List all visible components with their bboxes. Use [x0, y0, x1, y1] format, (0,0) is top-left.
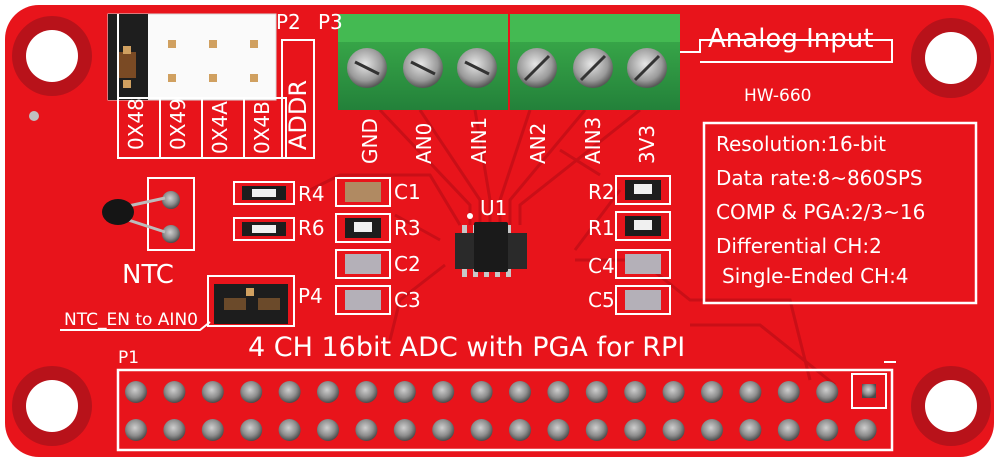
gpio-pad: [777, 381, 800, 403]
gpio-pad: [547, 419, 570, 441]
terminal-label-ain1: AIN1: [467, 116, 491, 164]
gpio-pad: [317, 419, 339, 441]
chip-label: U1: [480, 196, 508, 220]
left-caps: [335, 177, 391, 315]
gpio-pad: [432, 381, 455, 403]
addr-label: ADDR: [284, 79, 312, 150]
board-title: 4 CH 16bit ADC with PGA for RPI: [248, 332, 686, 363]
pcb-traces: [299, 108, 836, 387]
left-resistors: [233, 181, 295, 241]
p4-jumper: [60, 275, 295, 331]
mounting-holes: [12, 16, 991, 446]
gpio-pad: [201, 381, 224, 403]
gpio-pad: [393, 381, 416, 403]
spec-data-rate: Data rate:8~860SPS: [716, 166, 923, 190]
analog-input-outline: [680, 39, 893, 63]
ntc-thermistor: [102, 177, 195, 251]
gpio-pad: [701, 381, 723, 403]
gpio-pad: [739, 419, 762, 441]
addr-option-0x48: 0X48: [124, 98, 148, 150]
cap-label-c1: C1: [394, 180, 421, 204]
gpio-pad: [509, 381, 531, 403]
gpio-pad: [777, 419, 800, 441]
cap-label-c2: C2: [394, 252, 421, 276]
gpio-pad: [201, 419, 224, 441]
gpio-pad: [470, 419, 493, 441]
gpio-pad: [585, 419, 608, 441]
gpio-pad: [240, 419, 263, 441]
gpio-pad: [816, 381, 839, 403]
addr-option-0x49: 0X49: [166, 98, 190, 150]
terminal-label-gnd: GND: [358, 118, 382, 164]
gpio-pad: [125, 381, 147, 403]
gpio-pad: [163, 381, 186, 403]
ntc-enable-label: NTC_EN to AIN0: [64, 310, 198, 330]
gpio-pad: [393, 419, 416, 441]
ntc-label: NTC: [122, 260, 174, 290]
gpio-pad: [278, 419, 301, 441]
gpio-pad: [701, 419, 723, 441]
gpio-pad: [355, 381, 378, 403]
spec-comp-pga: COMP & PGA:2/3~16: [716, 200, 926, 224]
gpio-pad: [624, 381, 647, 403]
terminal-label-3v3: 3V3: [635, 124, 659, 164]
adc-chip: [455, 213, 527, 277]
jumper-label-p4: P4: [298, 284, 323, 308]
gpio-pad: [509, 419, 531, 441]
gpio-pin1-marker: 1: [884, 346, 895, 363]
resistor-label-r4: R4: [298, 182, 325, 206]
resistor-label-r2: R2: [588, 180, 615, 204]
gpio-pad: [854, 419, 877, 441]
gpio-pad: [355, 419, 378, 441]
gpio-pad: [739, 381, 762, 403]
gpio-pad: [278, 381, 301, 403]
addr-option-0x4a: 0X4A: [208, 101, 232, 154]
gpio-pad: [624, 419, 647, 441]
gpio-pads: [125, 381, 877, 441]
cap-label-c5: C5: [588, 288, 615, 312]
spec-differential: Differential CH:2: [716, 234, 882, 258]
gpio-pad: [585, 381, 608, 403]
gpio-label: P1: [118, 348, 140, 368]
resistor-label-r6: R6: [298, 216, 325, 240]
spec-resolution: Resolution:16-bit: [716, 132, 886, 156]
analog-input-label: Analog Input: [708, 24, 874, 54]
jumper-label-p3: P3: [318, 10, 343, 34]
gpio-header: [116, 361, 896, 452]
gpio-pad: [816, 419, 839, 441]
terminal-label-an2: AN2: [526, 122, 550, 164]
gpio-pad: [240, 381, 263, 403]
spec-lines: Resolution:16-bit Data rate:8~860SPS COM…: [716, 134, 925, 286]
cap-label-c4: C4: [588, 254, 615, 278]
via: [29, 111, 39, 121]
spec-box: [702, 121, 978, 305]
terminal-screws: [347, 48, 667, 88]
gpio-pad: [317, 381, 339, 403]
cap-label-r3: R3: [394, 216, 421, 240]
terminal-label-an0: AN0: [412, 122, 436, 164]
addr-header: [107, 13, 315, 159]
gpio-pad: [662, 419, 685, 441]
gpio-pad: [470, 381, 493, 403]
jumper-label-p2: P2: [276, 10, 301, 34]
gpio-pad: [125, 419, 147, 441]
resistor-label-r1: R1: [588, 216, 615, 240]
gpio-pad: [547, 381, 570, 403]
cap-label-c3: C3: [394, 288, 421, 312]
gpio-pad: [662, 381, 685, 403]
gpio-pad: [163, 419, 186, 441]
addr-option-0x4b: 0X4B: [250, 101, 274, 154]
terminal-label-ain3: AIN3: [581, 116, 605, 164]
gpio-pad: [432, 419, 455, 441]
model-label: HW-660: [744, 86, 812, 106]
right-caps: [615, 175, 671, 315]
spec-single-ended: Single-Ended CH:4: [722, 264, 909, 288]
